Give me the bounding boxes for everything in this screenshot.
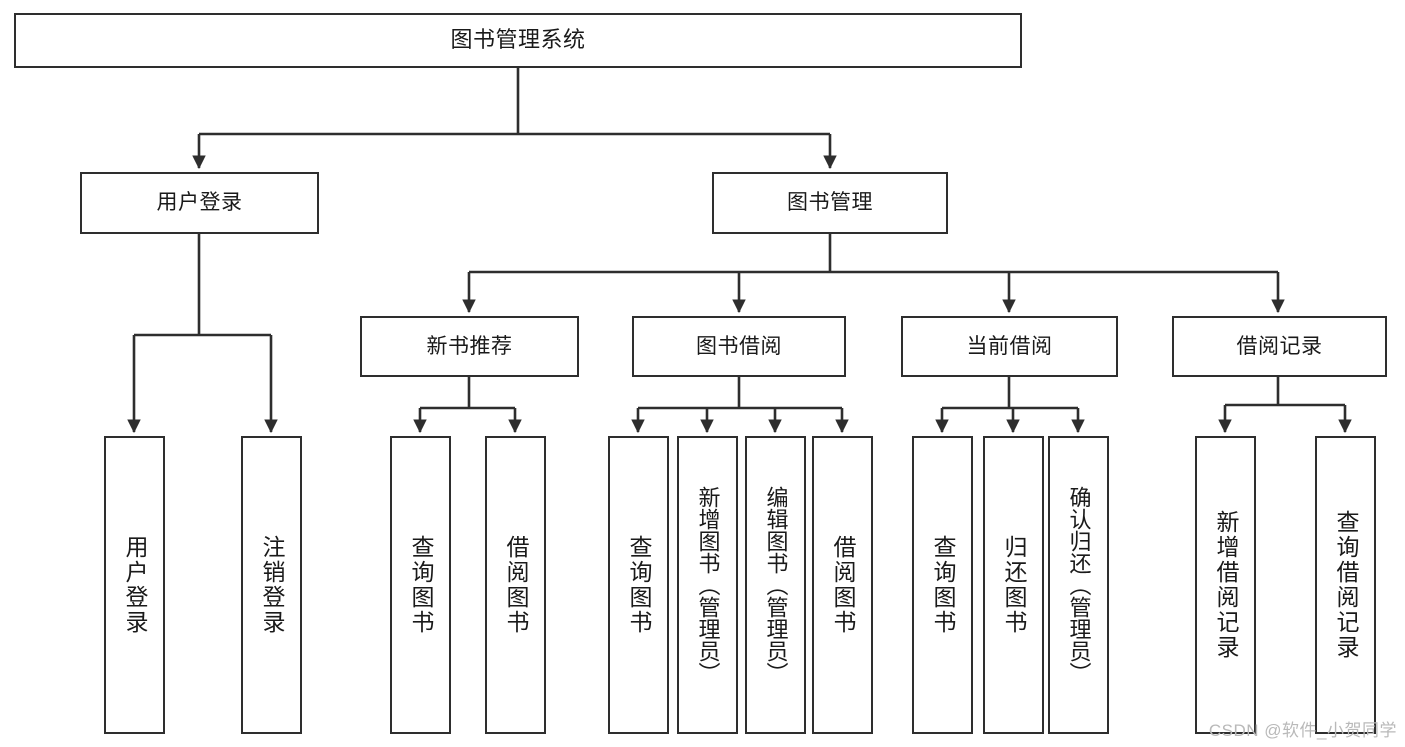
node-leaf-add-book-label: 新增图书（管理员） bbox=[695, 486, 721, 684]
node-new-book-recommend-label: 新书推荐 bbox=[426, 334, 513, 358]
node-new-book-recommend[interactable]: 新书推荐 bbox=[360, 316, 579, 377]
node-leaf-query-book-3-label: 查询图书 bbox=[930, 535, 956, 635]
node-leaf-add-record[interactable]: 新增借阅记录 bbox=[1195, 436, 1256, 734]
node-book-manage[interactable]: 图书管理 bbox=[712, 172, 948, 234]
node-leaf-query-record-label: 查询借阅记录 bbox=[1333, 510, 1359, 660]
node-leaf-query-record[interactable]: 查询借阅记录 bbox=[1315, 436, 1376, 734]
node-current-borrow[interactable]: 当前借阅 bbox=[901, 316, 1118, 377]
node-leaf-query-book-2[interactable]: 查询图书 bbox=[608, 436, 669, 734]
node-leaf-edit-book-label: 编辑图书（管理员） bbox=[763, 486, 789, 684]
node-leaf-return-book-label: 归还图书 bbox=[1001, 535, 1027, 635]
node-leaf-add-book[interactable]: 新增图书（管理员） bbox=[677, 436, 738, 734]
node-leaf-user-login[interactable]: 用户登录 bbox=[104, 436, 165, 734]
node-leaf-borrow-book-1-label: 借阅图书 bbox=[503, 535, 529, 635]
node-leaf-return-book[interactable]: 归还图书 bbox=[983, 436, 1044, 734]
node-book-borrow[interactable]: 图书借阅 bbox=[632, 316, 846, 377]
node-root-label: 图书管理系统 bbox=[450, 27, 586, 53]
node-leaf-borrow-book-1[interactable]: 借阅图书 bbox=[485, 436, 546, 734]
node-current-borrow-label: 当前借阅 bbox=[966, 334, 1053, 358]
node-book-borrow-label: 图书借阅 bbox=[696, 334, 782, 358]
node-user-login-label: 用户登录 bbox=[156, 191, 243, 215]
node-borrow-record[interactable]: 借阅记录 bbox=[1172, 316, 1387, 377]
node-leaf-confirm-return-label: 确认归还（管理员） bbox=[1066, 486, 1092, 684]
node-book-manage-label: 图书管理 bbox=[787, 191, 873, 215]
node-leaf-edit-book[interactable]: 编辑图书（管理员） bbox=[745, 436, 806, 734]
node-leaf-logout-label: 注销登录 bbox=[259, 535, 285, 635]
node-leaf-query-book-1-label: 查询图书 bbox=[408, 535, 434, 635]
node-root[interactable]: 图书管理系统 bbox=[14, 13, 1022, 68]
node-user-login[interactable]: 用户登录 bbox=[80, 172, 319, 234]
node-leaf-add-record-label: 新增借阅记录 bbox=[1213, 510, 1239, 660]
node-leaf-logout[interactable]: 注销登录 bbox=[241, 436, 302, 734]
node-leaf-user-login-label: 用户登录 bbox=[122, 535, 148, 635]
node-leaf-query-book-2-label: 查询图书 bbox=[626, 535, 652, 635]
node-leaf-query-book-1[interactable]: 查询图书 bbox=[390, 436, 451, 734]
node-leaf-borrow-book-2[interactable]: 借阅图书 bbox=[812, 436, 873, 734]
node-leaf-query-book-3[interactable]: 查询图书 bbox=[912, 436, 973, 734]
node-leaf-borrow-book-2-label: 借阅图书 bbox=[830, 535, 856, 635]
node-leaf-confirm-return[interactable]: 确认归还（管理员） bbox=[1048, 436, 1109, 734]
node-borrow-record-label: 借阅记录 bbox=[1236, 334, 1323, 358]
